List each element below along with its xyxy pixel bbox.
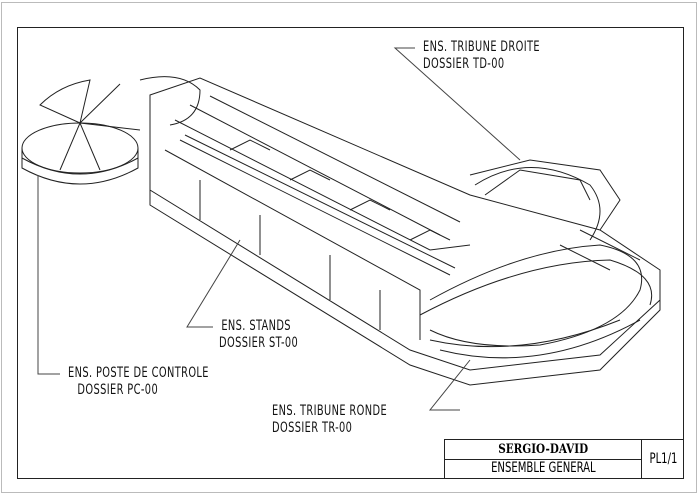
label-line: DOSSIER TD-00 — [423, 56, 505, 72]
stands-structure — [149, 77, 661, 386]
label-line: ENS. TRIBUNE RONDE — [272, 403, 388, 419]
label-line: DOSSIER TR-00 — [272, 420, 353, 436]
label-stands: ENS. STANDS DOSSIER ST-00 — [219, 318, 298, 352]
label-line: DOSSIER PC-00 — [77, 382, 159, 398]
title-block: SERGIO-DAVID ENSEMBLE GENERAL PL1/1 — [444, 439, 684, 479]
label-line: DOSSIER ST-00 — [219, 335, 299, 351]
label-tribune-droite: ENS. TRIBUNE DROITE DOSSIER TD-00 — [423, 39, 540, 73]
drawing-frame — [17, 27, 684, 479]
title-block-author: SERGIO-DAVID — [445, 440, 641, 460]
label-tribune-ronde: ENS. TRIBUNE RONDE DOSSIER TR-00 — [272, 403, 387, 437]
label-poste-controle: ENS. POSTE DE CONTROLE DOSSIER PC-00 — [68, 365, 209, 399]
tribune-ronde-structure — [419, 229, 652, 359]
title-text: ENSEMBLE GENERAL — [490, 460, 596, 476]
leader-lines — [37, 47, 521, 411]
label-line: ENS. POSTE DE CONTROLE — [68, 365, 209, 381]
tribune-droite-structure — [469, 159, 621, 241]
sheet-text: PL1/1 — [649, 451, 677, 467]
author-text: SERGIO-DAVID — [498, 442, 588, 457]
control-post-structure — [21, 76, 201, 185]
title-block-sheet: PL1/1 — [641, 440, 684, 478]
label-line: ENS. STANDS — [221, 318, 291, 334]
title-block-title: ENSEMBLE GENERAL — [445, 459, 641, 478]
label-line: ENS. TRIBUNE DROITE — [423, 39, 540, 55]
